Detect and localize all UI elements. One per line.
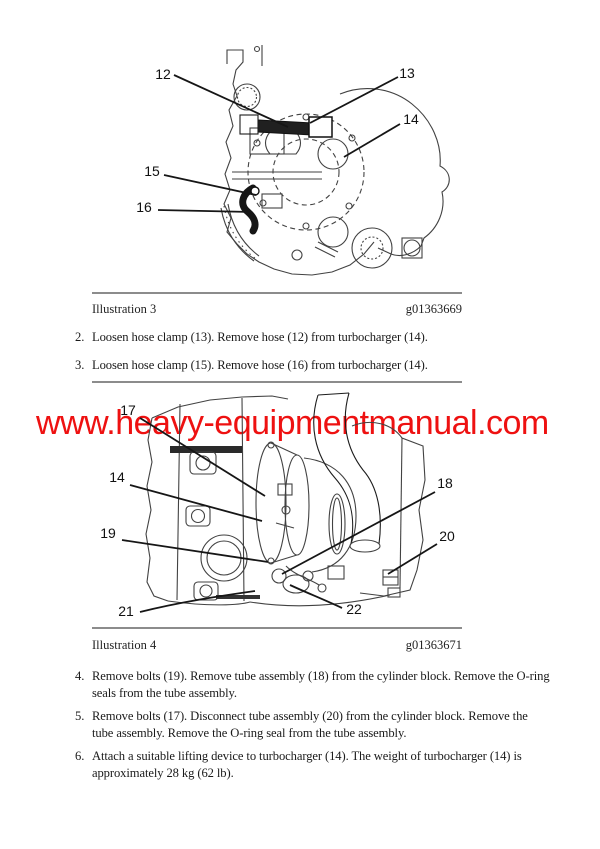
callout-18-label: 18 — [437, 475, 453, 491]
step-5-text-line1: Remove bolts (17). Disconnect tube assem… — [92, 709, 528, 723]
steps-2-3: 2. Loosen hose clamp (13). Remove hose (… — [75, 329, 565, 385]
step-4-text-line2: seals from the tube assembly. — [92, 686, 237, 700]
figure2-code: g01363671 — [405, 638, 462, 652]
intake-pipe-shape — [313, 392, 381, 553]
figure1-code: g01363669 — [405, 302, 462, 316]
watermark-text: www.heavy-equipmentmanual.com — [36, 404, 549, 442]
step-4-number: 4. — [75, 669, 85, 683]
step-2: 2. Loosen hose clamp (13). Remove hose (… — [75, 329, 565, 346]
figure2-caption: Illustration 4 — [92, 638, 157, 652]
callout-12-label: 12 — [155, 66, 171, 82]
step-6-number: 6. — [75, 749, 85, 763]
turbocharger-line-art — [145, 392, 426, 607]
callout-14-label: 14 — [403, 111, 419, 127]
right-bracket-shape — [351, 421, 426, 598]
figure1-callouts: 12 13 14 15 16 — [136, 65, 419, 215]
step-5-text-line2: tube assembly. Remove the O-ring seal fr… — [92, 726, 407, 740]
engine-front-line-art — [220, 45, 450, 276]
step-4-text-line1: Remove bolts (19). Remove tube assembly … — [92, 669, 550, 683]
figure2-caption-row: Illustration 4 g01363671 — [92, 638, 462, 653]
step-2-text: Loosen hose clamp (13). Remove hose (12)… — [92, 330, 428, 344]
step-3-number: 3. — [75, 358, 85, 372]
callout-22-label: 22 — [346, 601, 362, 617]
clamp-13-shape — [308, 116, 333, 138]
callout-13-label: 13 — [399, 65, 415, 81]
figure2-callouts: 17 14 19 18 20 21 22 — [100, 402, 455, 619]
step-4: 4. Remove bolts (19). Remove tube assemb… — [75, 668, 565, 702]
manifold-shadow — [170, 446, 242, 453]
step-5-number: 5. — [75, 709, 85, 723]
step-2-number: 2. — [75, 330, 85, 344]
tube-assembly-shapes — [271, 565, 345, 594]
figure2-top-rule — [92, 381, 462, 383]
step-6-text-line1: Attach a suitable lifting device to turb… — [92, 749, 522, 763]
callout-17-label: 17 — [120, 402, 136, 418]
step-5: 5. Remove bolts (17). Disconnect tube as… — [75, 708, 565, 742]
illustration-3-engine-front-drawing: 12 13 14 15 16 — [136, 45, 450, 276]
hose-12-shape — [239, 114, 313, 136]
illustration-4-turbocharger-drawing: 17 14 19 18 20 21 22 — [100, 392, 455, 619]
figure2-bottom-rule — [92, 627, 462, 629]
step-6: 6. Attach a suitable lifting device to t… — [75, 748, 565, 782]
callout-15-label: 15 — [144, 163, 160, 179]
figure1-caption: Illustration 3 — [92, 302, 157, 316]
figure1-caption-row: Illustration 3 g01363669 — [92, 302, 462, 317]
callout-14-label: 14 — [109, 469, 125, 485]
step-3: 3. Loosen hose clamp (15). Remove hose (… — [75, 357, 565, 374]
step-6-text-line2: approximately 28 kg (62 lb). — [92, 766, 234, 780]
step-3-text: Loosen hose clamp (15). Remove hose (16)… — [92, 358, 428, 372]
callout-21-label: 21 — [118, 603, 134, 619]
callout-20-label: 20 — [439, 528, 455, 544]
turbo-cartridge — [255, 441, 310, 565]
callout-16-label: 16 — [136, 199, 152, 215]
callout-19-label: 19 — [100, 525, 116, 541]
steps-4-6: 4. Remove bolts (19). Remove tube assemb… — [75, 668, 565, 788]
figure1-bottom-rule — [92, 292, 462, 294]
